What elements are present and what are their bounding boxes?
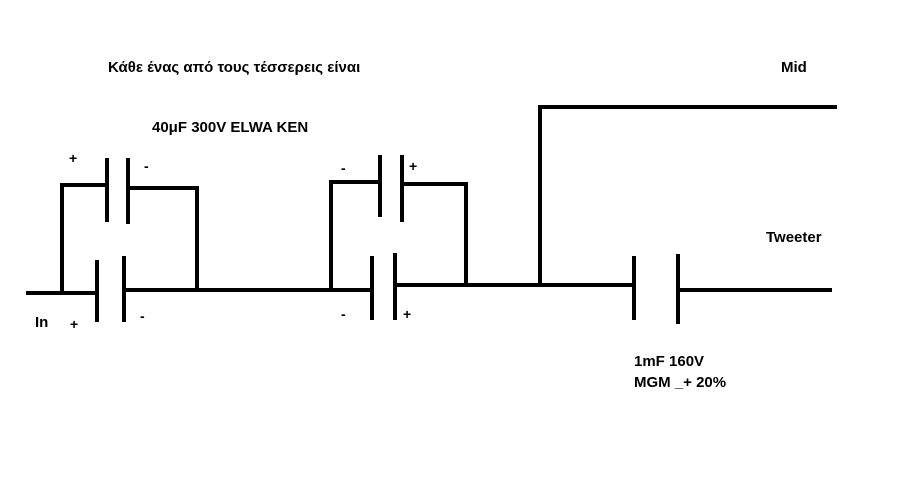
- cap-spec-label: 40μF 300V ELWA KEN: [152, 119, 309, 136]
- cap1-bottom-minus-sign: -: [140, 308, 145, 324]
- cap1-bottom-plus-sign: +: [70, 316, 79, 332]
- cap2-top-right-wire: [402, 182, 468, 287]
- cap2-bottom-plus-sign: +: [403, 306, 412, 322]
- cap1-top-minus-sign: -: [144, 158, 149, 174]
- cap2-top-plus-sign: +: [409, 158, 418, 174]
- series-cap-tolerance: MGM _+ 20%: [634, 374, 727, 391]
- cap2-bottom-minus-sign: -: [341, 306, 346, 322]
- series-cap-value: 1mF 160V: [634, 353, 705, 370]
- cap1-top-right-wire: [128, 186, 199, 292]
- header-note: Κάθε ένας από τους τέσσερεις είναι: [108, 59, 361, 76]
- mid-output-wire: [538, 105, 837, 287]
- mid-output-label: Mid: [781, 59, 807, 76]
- cap1-top-left-wire: [60, 183, 107, 295]
- cap2-top-left-wire: [329, 180, 380, 292]
- tweeter-output-label: Tweeter: [766, 229, 822, 246]
- cap1-top-plus-sign: +: [69, 150, 78, 166]
- input-label: In: [35, 314, 49, 331]
- cap2-top-minus-sign: -: [341, 160, 346, 176]
